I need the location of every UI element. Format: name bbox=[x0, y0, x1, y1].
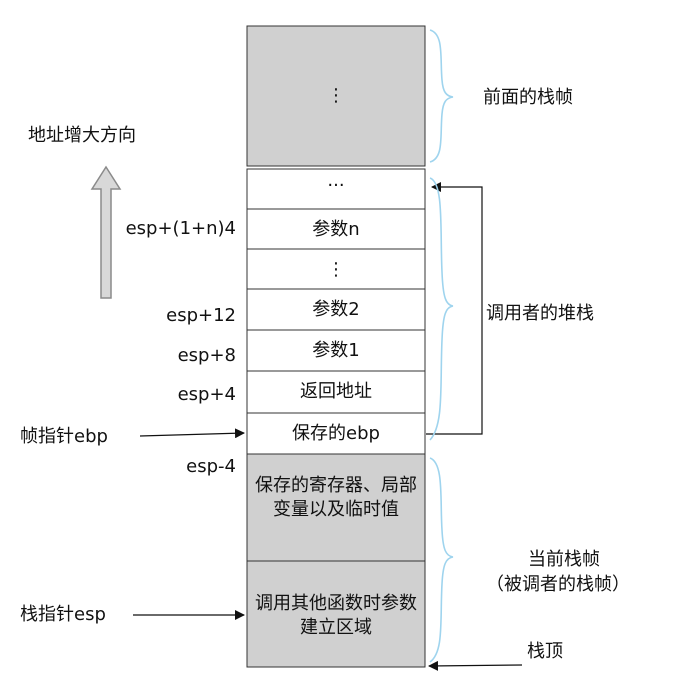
stack-cell-vdots bbox=[246, 248, 426, 290]
offset-label-esp-1n4: esp+(1+n)4 bbox=[125, 218, 236, 239]
offset-label-esp-12: esp+12 bbox=[166, 305, 236, 326]
callee-args-block bbox=[246, 560, 426, 668]
cell-vdots-text: ⋮ bbox=[327, 259, 345, 280]
previous-frames-brace bbox=[429, 29, 454, 163]
caller-frame-label: 调用者的堆栈 bbox=[486, 303, 594, 324]
stack-top-arrow bbox=[428, 660, 523, 671]
cell-param-2-text: 参数2 bbox=[312, 299, 360, 320]
address-direction-label: 地址增大方向 bbox=[28, 125, 136, 146]
previous-frames-dots: ⋮ bbox=[327, 85, 345, 106]
stack-top-label: 栈顶 bbox=[527, 641, 563, 662]
stack-cell-param-1 bbox=[246, 329, 426, 372]
current-frame-label: 当前栈帧 bbox=[528, 549, 600, 570]
callee-args-text: 调用其他函数时参数建立区域 bbox=[255, 593, 417, 638]
frame-pointer-arrow bbox=[139, 428, 245, 439]
cell-return-address-text: 返回地址 bbox=[300, 381, 372, 402]
frame-pointer-label: 帧指针ebp bbox=[20, 426, 108, 447]
cell-param-n-text: 参数n bbox=[312, 219, 360, 240]
address-direction-arrow-icon bbox=[90, 165, 122, 299]
previous-frames-label: 前面的栈帧 bbox=[483, 87, 573, 108]
cell-param-1-text: 参数1 bbox=[312, 340, 360, 361]
current-frame-brace bbox=[429, 457, 454, 663]
offset-label-esp-minus-4: esp-4 bbox=[186, 456, 236, 477]
stack-cell-saved-ebp bbox=[246, 412, 426, 455]
stack-cell-ellipsis bbox=[246, 168, 426, 210]
previous-frames-block bbox=[246, 25, 426, 167]
cell-saved-ebp-text: 保存的ebp bbox=[292, 423, 380, 444]
saved-ebp-link-arrow bbox=[426, 182, 483, 435]
callee-saved-text: 保存的寄存器、局部变量以及临时值 bbox=[255, 475, 417, 520]
callee-saved-block bbox=[246, 453, 426, 562]
cell-ellipsis-text: ··· bbox=[327, 175, 345, 196]
stack-pointer-label: 栈指针esp bbox=[20, 604, 106, 625]
offset-label-esp-8: esp+8 bbox=[177, 345, 236, 366]
offset-label-esp-4: esp+4 bbox=[177, 384, 236, 405]
caller-frame-brace bbox=[429, 177, 454, 441]
current-frame-sub-label: （被调者的栈帧） bbox=[486, 574, 630, 595]
